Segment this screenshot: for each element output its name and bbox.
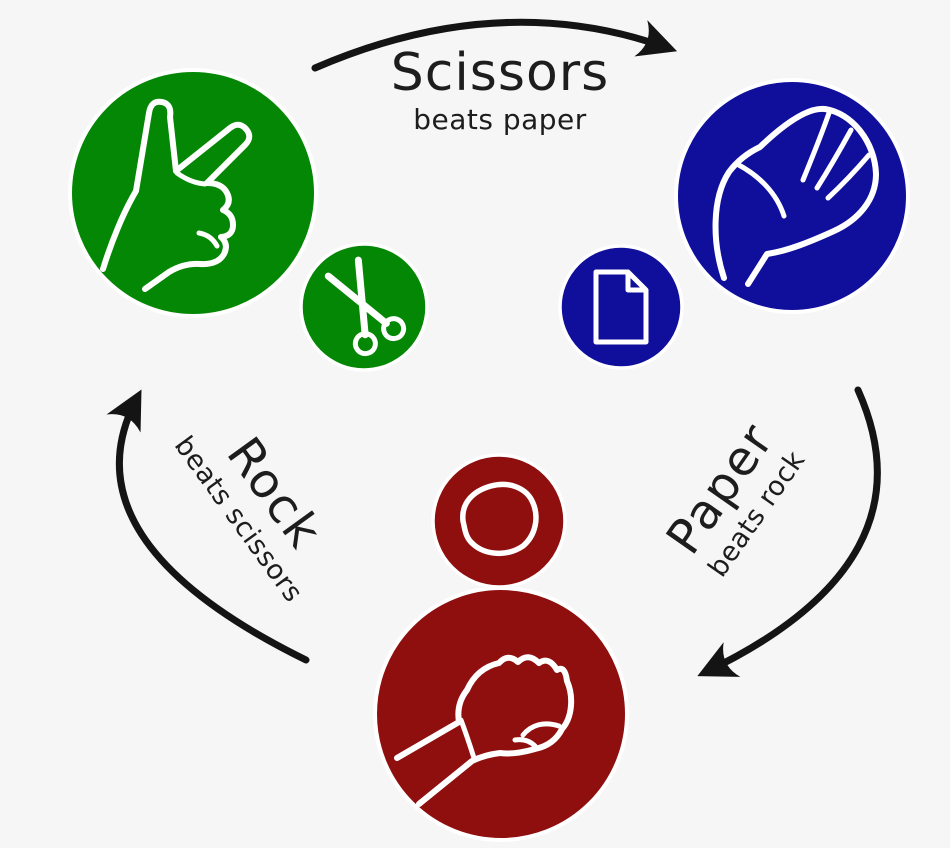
rock-stone-icon [460,481,539,556]
scissors-node-circle [68,68,318,318]
rock-fist-icon [394,654,575,807]
paper-node-circle [674,78,910,314]
scissors-tool-icon [324,256,407,357]
cycle-arrows [106,18,881,677]
rock-badge-circle [431,453,567,589]
paper-hand-icon [712,105,879,287]
arrow-rock-to-scissors [106,389,310,664]
scissors-hand-detail [174,170,220,249]
arrow-scissors-to-paper [311,18,678,72]
scissors-hand-icon [100,98,253,292]
badge-paper [558,244,684,370]
badge-rock [431,453,567,589]
rock-node-circle [373,586,629,842]
arrow-paper-to-rock [697,386,881,677]
paper-sheet-icon [593,269,649,345]
paper-hand-detail [734,110,872,219]
rock-fist-detail [458,717,562,761]
paper-badge-circle [558,244,684,370]
node-paper [674,78,910,314]
node-rock [373,586,629,842]
node-scissors [68,68,318,318]
badge-scissors [299,242,429,372]
